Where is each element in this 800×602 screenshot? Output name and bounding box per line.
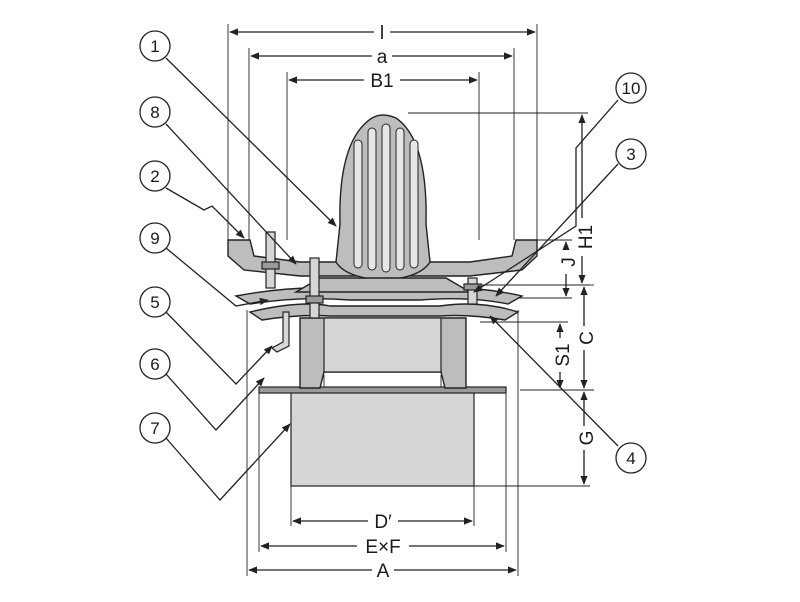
dim-b1: B1 [286,68,480,240]
svg-text:10: 10 [622,79,641,98]
strainer-skirt [293,277,473,293]
label-g: G [577,431,598,446]
label-a-upper: A [377,561,390,582]
sleeve-pipe [290,389,475,487]
outlet-bore [323,317,442,373]
clamp-plate [258,386,507,394]
svg-text:2: 2 [150,167,159,186]
dim-g: G [474,391,598,487]
label-d-prime: D′ [374,512,392,533]
svg-text:8: 8 [150,103,159,122]
dim-a-upper: A [246,310,519,582]
label-a: a [377,47,388,68]
callout-8: 8 [139,96,171,128]
dim-j: J [500,239,580,299]
svg-text:9: 9 [150,229,159,248]
callout-7: 7 [139,412,171,444]
label-h1: H1 [576,225,597,249]
callout-9: 9 [139,222,171,254]
label-b1: B1 [370,71,393,92]
svg-text:1: 1 [150,37,159,56]
callout-1: 1 [139,30,171,62]
bolt-left [265,231,276,289]
label-c: C [577,331,598,345]
leader-lines [165,57,619,501]
dim-s1: S1 [480,321,574,389]
dome-slots [353,123,419,273]
callout-4: 4 [615,442,647,474]
dim-d-prime: D′ [290,486,475,533]
callout-3: 3 [615,138,647,170]
drain-pin [270,311,290,353]
label-j: J [559,257,580,267]
callout-2: 2 [139,160,171,192]
drain-body [227,114,538,487]
svg-text:3: 3 [626,145,635,164]
svg-text:6: 6 [150,355,159,374]
dim-l: l [227,20,538,240]
callout-5: 5 [139,286,171,318]
label-exf: E×F [365,537,400,558]
label-l: l [380,23,384,44]
svg-text:7: 7 [150,419,159,438]
dim-exf: E×F [258,392,507,558]
dim-a: a [248,44,515,240]
dim-c: C [520,284,598,391]
dim-h1: H1 [408,112,598,286]
bolts [261,231,482,353]
callout-10: 10 [615,72,647,104]
bolt-center [309,257,320,319]
svg-text:5: 5 [150,293,159,312]
callout-6: 6 [139,348,171,380]
svg-text:4: 4 [626,449,635,468]
label-s1: S1 [553,343,574,366]
